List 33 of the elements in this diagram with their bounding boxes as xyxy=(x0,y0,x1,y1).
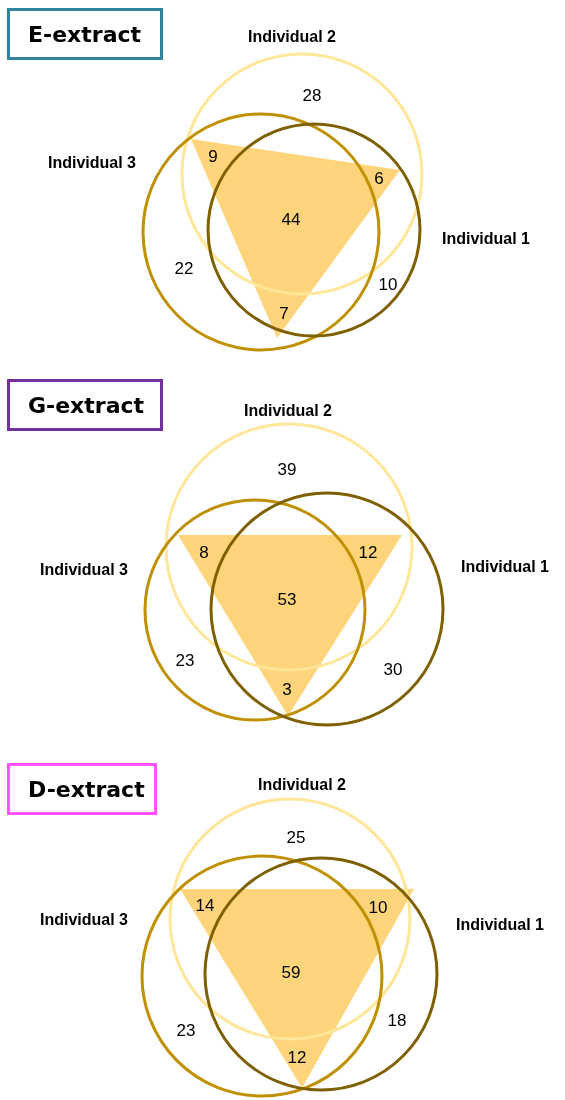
extract-title-box: E-extract xyxy=(7,8,163,60)
count-value: 9 xyxy=(208,147,218,167)
set-label: Individual 3 xyxy=(40,911,128,929)
count-value: 8 xyxy=(199,543,209,563)
count-value: 6 xyxy=(374,169,384,189)
count-value: 23 xyxy=(176,1021,196,1041)
count-value: 10 xyxy=(368,898,388,918)
set-label: Individual 2 xyxy=(244,402,332,420)
count-value: 28 xyxy=(302,86,322,106)
count-value: 44 xyxy=(281,210,301,230)
count-value: 30 xyxy=(383,660,403,680)
count-value: 25 xyxy=(286,828,306,848)
count-value: 10 xyxy=(378,275,398,295)
count-value: 7 xyxy=(279,304,289,324)
set-label: Individual 3 xyxy=(48,154,136,172)
count-value: 53 xyxy=(277,590,297,610)
set-label: Individual 1 xyxy=(461,558,549,576)
set-label: Individual 1 xyxy=(442,230,530,248)
set-label: Individual 2 xyxy=(258,776,346,794)
count-value: 22 xyxy=(174,259,194,279)
count-value: 14 xyxy=(195,896,215,916)
count-value: 23 xyxy=(175,651,195,671)
set-label: Individual 3 xyxy=(40,561,128,579)
count-value: 3 xyxy=(282,680,292,700)
count-value: 12 xyxy=(287,1048,307,1068)
count-value: 39 xyxy=(277,460,297,480)
set-label: Individual 1 xyxy=(456,916,544,934)
count-value: 18 xyxy=(387,1011,407,1031)
set-label: Individual 2 xyxy=(248,28,336,46)
count-value: 12 xyxy=(358,543,378,563)
count-value: 59 xyxy=(281,963,301,983)
extract-title-box: G-extract xyxy=(7,379,163,431)
extract-title-box: D-extract xyxy=(7,763,157,815)
